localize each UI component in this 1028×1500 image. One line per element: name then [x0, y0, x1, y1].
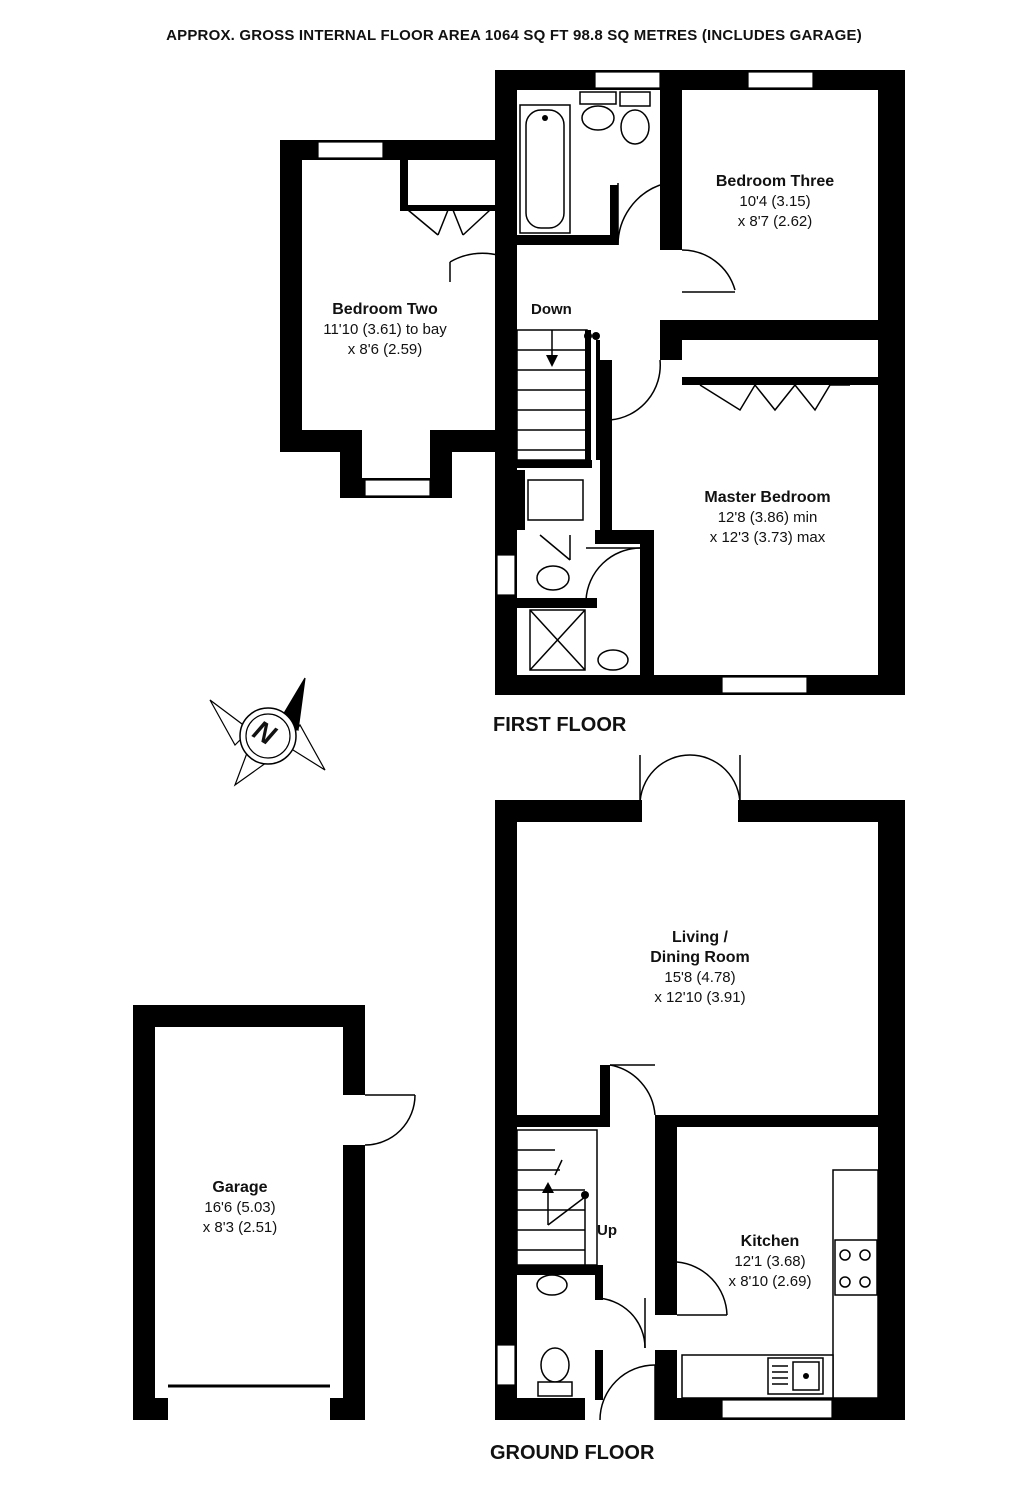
ground-floor-plan	[133, 754, 905, 1421]
room-dimension: 12'1 (3.68)	[734, 1253, 806, 1270]
room-garage: Garage 16'6 (5.03) x 8'3 (2.51)	[175, 1178, 305, 1238]
room-bedroom-three: Bedroom Three 10'4 (3.15) x 8'7 (2.62)	[690, 172, 860, 232]
room-name: Garage	[212, 1179, 268, 1196]
room-dimension: x 8'10 (2.69)	[728, 1273, 812, 1290]
window	[721, 1399, 833, 1419]
window	[364, 479, 431, 497]
window	[721, 676, 808, 694]
window	[594, 71, 661, 89]
room-dimension: x 12'3 (3.73) max	[709, 529, 826, 546]
room-master-bedroom: Master Bedroom 12'8 (3.86) min x 12'3 (3…	[680, 488, 855, 548]
room-dimension: 16'6 (5.03)	[204, 1199, 276, 1216]
compass-icon	[209, 677, 326, 787]
window	[496, 1344, 516, 1386]
floor-area-header: APPROX. GROSS INTERNAL FLOOR AREA 1064 S…	[166, 27, 862, 44]
room-dimension: 10'4 (3.15)	[739, 193, 811, 210]
room-bedroom-two: Bedroom Two 11'10 (3.61) to bay x 8'6 (2…	[305, 300, 465, 360]
room-living-dining: Living / Dining Room 15'8 (4.78) x 12'10…	[620, 928, 780, 1008]
room-name: Kitchen	[740, 1233, 800, 1250]
stairs-down-label: Down	[531, 301, 572, 318]
room-dimension: x 12'10 (3.91)	[654, 989, 746, 1006]
room-name: Dining Room	[650, 949, 750, 966]
ground-floor-label: GROUND FLOOR	[490, 1442, 655, 1464]
first-floor-plan	[280, 70, 905, 695]
room-kitchen: Kitchen 12'1 (3.68) x 8'10 (2.69)	[695, 1232, 845, 1292]
room-dimension: 11'10 (3.61) to bay	[323, 321, 447, 338]
room-dimension: 15'8 (4.78)	[664, 969, 736, 986]
room-dimension: x 8'6 (2.59)	[347, 341, 423, 358]
room-dimension: x 8'3 (2.51)	[202, 1219, 278, 1236]
room-name: Living /	[672, 929, 728, 946]
room-name: Master Bedroom	[704, 489, 831, 506]
room-name: Bedroom Two	[332, 301, 438, 318]
room-dimension: x 8'7 (2.62)	[737, 213, 813, 230]
window	[496, 554, 516, 596]
room-name: Bedroom Three	[715, 173, 835, 190]
window	[747, 71, 814, 89]
stairs-up-label: Up	[597, 1222, 617, 1239]
first-floor-label: FIRST FLOOR	[493, 714, 627, 736]
window	[317, 141, 384, 159]
room-dimension: 12'8 (3.86) min	[717, 509, 818, 526]
